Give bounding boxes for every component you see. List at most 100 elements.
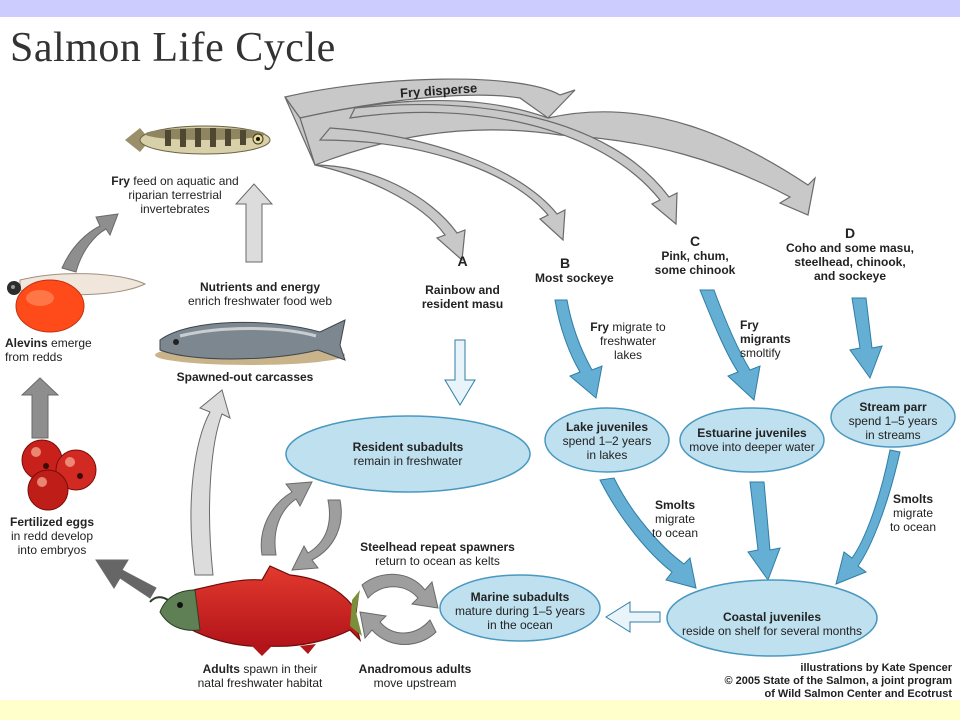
- eggs-label-line2: into embryos: [17, 543, 87, 557]
- stream-parr-label: Stream parr spend 1–5 years in streams: [835, 400, 951, 442]
- alevins-label-line2: from redds: [5, 350, 63, 364]
- lake-juveniles-oval: [544, 407, 670, 473]
- marine-line1: mature during 1–5 years: [454, 604, 586, 618]
- estuarine-juveniles-label: Estuarine juveniles move into deeper wat…: [682, 426, 822, 454]
- branch-d-letter: D: [844, 225, 856, 241]
- coastal-juveniles-label: Coastal juveniles reside on shelf for se…: [672, 610, 872, 638]
- adults-label-line2: natal freshwater habitat: [197, 676, 323, 690]
- branch-c-line1: Pink, chum,: [661, 249, 729, 263]
- stream-parr-bold: Stream parr: [859, 400, 927, 414]
- anadromous-label: Anadromous adults move upstream: [345, 662, 485, 690]
- marine-line2: in the ocean: [487, 618, 553, 632]
- smolts1-line2: to ocean: [651, 526, 699, 540]
- branch-d-line2: steelhead, chinook,: [794, 255, 906, 269]
- stream-parr-oval: [830, 386, 956, 448]
- smolts2-line1: migrate: [892, 506, 933, 520]
- fry-lakes-line3: lakes: [613, 348, 642, 362]
- fry-lakes-bold: Fry: [590, 320, 609, 334]
- branch-d-line1: Coho and some masu,: [785, 241, 915, 255]
- gray-circle-arrows: [20, 183, 439, 645]
- estuarine-bold: Estuarine juveniles: [697, 426, 807, 440]
- coastal-line1: reside on shelf for several months: [681, 624, 863, 638]
- eggs-label-line1: in redd develop: [10, 529, 94, 543]
- branch-a-line1: Rainbow and: [425, 283, 500, 297]
- carcass-illustration: [155, 319, 346, 365]
- smolts-label-2: Smolts migrate to ocean: [878, 492, 948, 534]
- resident-bold: Resident subadults: [352, 440, 464, 454]
- branch-c-letter: C: [689, 233, 701, 249]
- branch-b-line1: Most sockeye: [535, 271, 614, 285]
- anadromous-line1: move upstream: [373, 676, 457, 690]
- smolts1-line1: migrate: [654, 512, 695, 526]
- steelhead-bold: Steelhead repeat spawners: [360, 540, 515, 554]
- fry-migrants-bold2: migrants: [740, 332, 791, 346]
- fry-fish-illustration: [125, 125, 271, 155]
- credits-line1: illustrations by Kate Spencer: [800, 662, 952, 674]
- alevins-label-line1: emerge: [51, 336, 92, 350]
- marine-subadults-oval: [439, 574, 601, 642]
- estuarine-juveniles-oval: [679, 407, 825, 473]
- adults-label: Adults spawn in their natal freshwater h…: [185, 662, 335, 690]
- credits-line2: © 2005 State of the Salmon, a joint prog…: [724, 675, 952, 687]
- adult-sockeye-illustration: [149, 565, 362, 656]
- resident-line1: remain in freshwater: [353, 454, 463, 468]
- branch-a-letter: A: [457, 253, 468, 269]
- alevins-label-bold: Alevins: [5, 336, 48, 350]
- fry-label-line3: invertebrates: [140, 202, 210, 216]
- branch-d-label: D Coho and some masu, steelhead, chinook…: [775, 226, 925, 283]
- fry-label-line2: riparian terrestrial: [128, 188, 222, 202]
- slide-title: Salmon Life Cycle: [10, 25, 336, 71]
- branch-a-label: A Rainbow and resident masu: [400, 254, 525, 311]
- branch-c-label: C Pink, chum, some chinook: [645, 234, 745, 277]
- marine-subadults-label: Marine subadults mature during 1–5 years…: [445, 590, 595, 632]
- fry-migrants-bold1: Fry: [740, 318, 759, 332]
- stream-parr-line2: in streams: [865, 428, 921, 442]
- steelhead-label: Steelhead repeat spawners return to ocea…: [345, 540, 530, 568]
- credits-line3: of Wild Salmon Center and Ecotrust: [764, 688, 952, 700]
- nutrients-label: Nutrients and energy enrich freshwater f…: [175, 280, 345, 308]
- steelhead-line1: return to ocean as kelts: [375, 554, 500, 568]
- nutrients-label-bold: Nutrients and energy: [199, 280, 321, 294]
- lake-juv-line2: in lakes: [586, 448, 628, 462]
- branch-d-line3: and sockeye: [813, 269, 887, 283]
- branch-c-line2: some chinook: [654, 263, 736, 277]
- lake-juv-line1: spend 1–2 years: [562, 434, 652, 448]
- fry-disperse-arrow: [283, 78, 816, 262]
- smolts1-bold: Smolts: [654, 498, 695, 512]
- lake-juveniles-label: Lake juveniles spend 1–2 years in lakes: [550, 420, 664, 462]
- alevins-label: Alevins emerge from redds: [5, 336, 115, 364]
- smolts2-line2: to ocean: [889, 520, 937, 534]
- fry-lakes-line1: migrate to: [612, 320, 666, 334]
- adults-label-bold: Adults: [202, 662, 240, 676]
- fry-label: Fry feed on aquatic and riparian terrest…: [105, 174, 245, 216]
- marine-bold: Marine subadults: [470, 590, 570, 604]
- coastal-bold: Coastal juveniles: [722, 610, 822, 624]
- fry-label-bold: Fry: [111, 174, 130, 188]
- fry-lakes-label: Fry migrate to freshwater lakes: [588, 320, 668, 362]
- nutrients-label-line1: enrich freshwater food web: [187, 294, 333, 308]
- anadromous-bold: Anadromous adults: [358, 662, 472, 676]
- fry-migrants-label: Fry migrants smoltify: [740, 318, 810, 360]
- fry-label-line1: feed on aquatic and: [133, 174, 239, 188]
- bottom-band: [0, 700, 960, 720]
- estuarine-line1: move into deeper water: [689, 440, 815, 454]
- resident-subadults-oval: [285, 415, 531, 493]
- branch-b-label: B Most sockeye: [535, 256, 635, 285]
- smolts2-bold: Smolts: [892, 492, 933, 506]
- blue-arrows: [444, 289, 901, 633]
- branch-a-line2: resident masu: [421, 297, 504, 311]
- alevin-illustration: [7, 273, 147, 333]
- fry-migrants-line1: smoltify: [740, 346, 781, 360]
- coastal-juveniles-oval: [666, 579, 878, 657]
- top-band: [0, 0, 960, 17]
- stream-parr-line1: spend 1–5 years: [848, 414, 938, 428]
- smolts-label-1: Smolts migrate to ocean: [640, 498, 710, 540]
- fry-lakes-line2: freshwater: [599, 334, 657, 348]
- branch-b-letter: B: [560, 255, 571, 271]
- carcasses-label: Spawned-out carcasses: [176, 370, 314, 384]
- eggs-label-bold: Fertilized eggs: [9, 515, 95, 529]
- credits: illustrations by Kate Spencer © 2005 Sta…: [700, 662, 952, 701]
- eggs-label: Fertilized eggs in redd develop into emb…: [2, 515, 102, 557]
